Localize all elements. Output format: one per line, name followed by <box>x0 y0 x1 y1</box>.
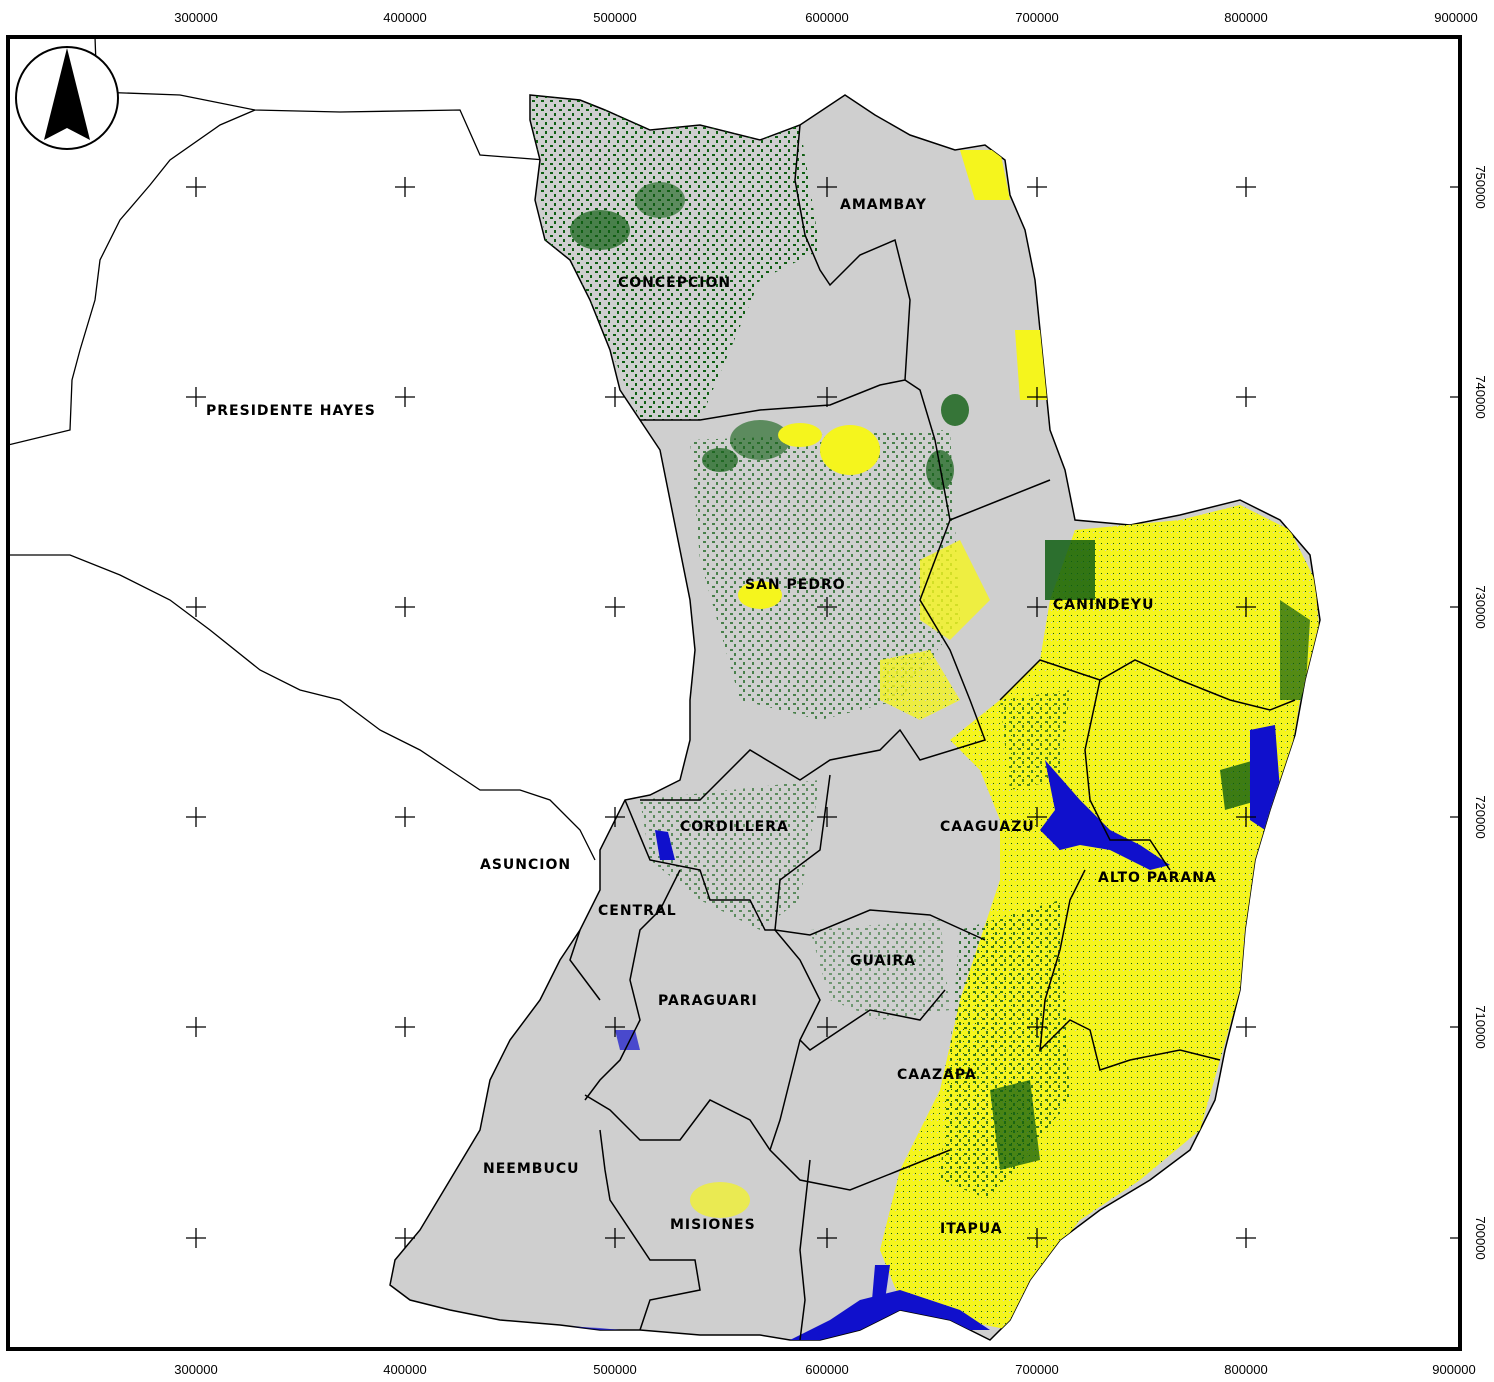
label-cordillera: CORDILLERA <box>680 819 789 835</box>
x-tick-bottom: 900000 <box>1432 1362 1475 1377</box>
y-tick-right: 700000 <box>1473 1216 1488 1259</box>
x-tick-top: 300000 <box>174 10 217 25</box>
x-tick-top: 400000 <box>383 10 426 25</box>
label-canindeyu: CANINDEYU <box>1053 597 1154 613</box>
itaipu-reservoir <box>1040 760 1170 870</box>
y-axis-right-labels: 750000 740000 730000 720000 710000 70000… <box>1473 165 1488 1259</box>
graticule <box>186 177 1460 1248</box>
y-tick-right: 710000 <box>1473 1005 1488 1048</box>
x-tick-bottom: 500000 <box>593 1362 636 1377</box>
north-arrow-icon <box>15 46 119 150</box>
label-central: CENTRAL <box>598 903 677 919</box>
department-labels: PRESIDENTE HAYES CONCEPCION AMAMBAY SAN … <box>206 197 1217 1237</box>
label-alto-parana: ALTO PARANA <box>1098 870 1217 886</box>
label-asuncion: ASUNCION <box>480 857 571 873</box>
label-san-pedro: SAN PEDRO <box>745 577 846 593</box>
x-tick-bottom: 800000 <box>1224 1362 1267 1377</box>
x-tick-bottom: 400000 <box>383 1362 426 1377</box>
x-axis-top-labels: 300000 400000 500000 600000 700000 80000… <box>174 10 1477 25</box>
x-tick-top: 800000 <box>1224 10 1267 25</box>
label-concepcion: CONCEPCION <box>618 275 731 291</box>
y-tick-right: 720000 <box>1473 795 1488 838</box>
forest-cover-north <box>530 95 820 420</box>
x-tick-bottom: 700000 <box>1015 1362 1058 1377</box>
map-frame <box>6 35 1462 1351</box>
label-caazapa: CAAZAPA <box>897 1067 977 1083</box>
label-itapua: ITAPUA <box>940 1221 1003 1237</box>
label-caaguazu: CAAGUAZU <box>940 819 1035 835</box>
x-tick-bottom: 600000 <box>805 1362 848 1377</box>
y-tick-right: 740000 <box>1473 375 1488 418</box>
label-presidente-hayes: PRESIDENTE HAYES <box>206 403 376 419</box>
label-amambay: AMAMBAY <box>840 197 927 213</box>
x-tick-top: 900000 <box>1434 10 1477 25</box>
x-tick-bottom: 300000 <box>174 1362 217 1377</box>
label-paraguari: PARAGUARI <box>658 993 758 1009</box>
label-misiones: MISIONES <box>670 1217 756 1233</box>
x-tick-top: 700000 <box>1015 10 1058 25</box>
x-axis-bottom-labels: 300000 400000 500000 600000 700000 80000… <box>174 1362 1475 1377</box>
x-tick-top: 500000 <box>593 10 636 25</box>
y-tick-right: 730000 <box>1473 585 1488 628</box>
cropland-northeast <box>960 150 1010 200</box>
label-neembucu: NEEMBUCU <box>483 1161 579 1177</box>
x-tick-top: 600000 <box>805 10 848 25</box>
y-tick-right: 750000 <box>1473 165 1488 208</box>
label-guaira: GUAIRA <box>850 953 916 969</box>
